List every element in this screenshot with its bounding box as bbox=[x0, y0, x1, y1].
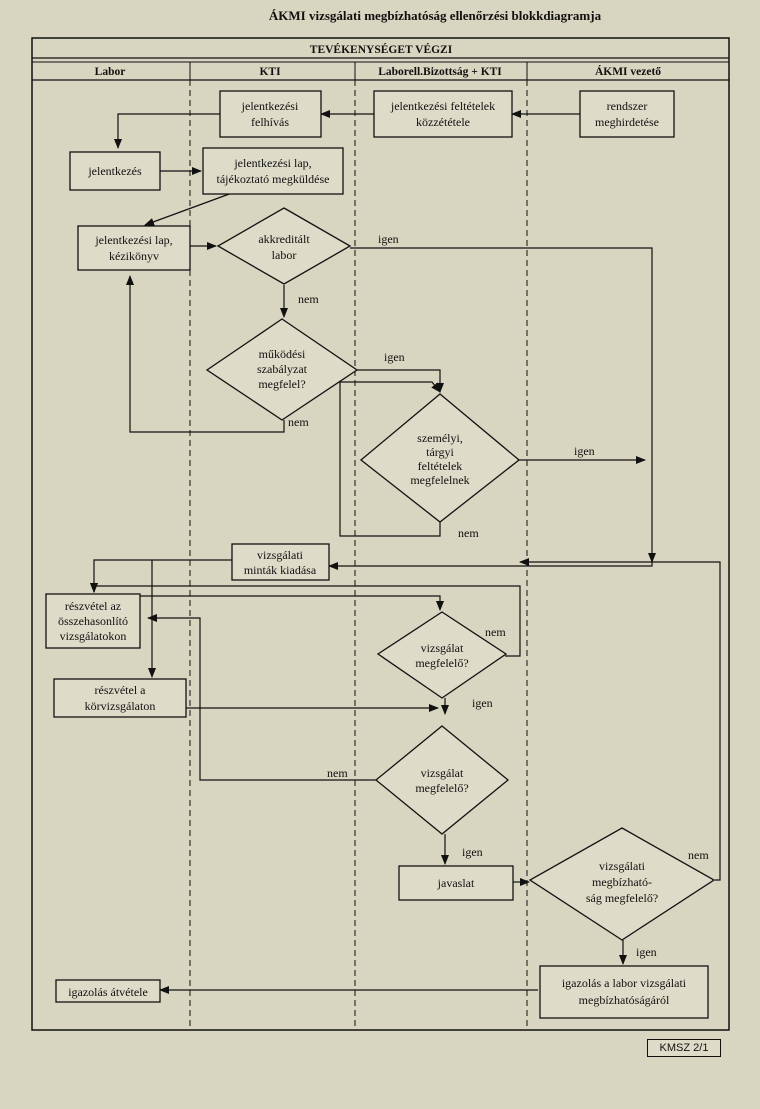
label-vizsgalat2-igen: igen bbox=[462, 845, 483, 859]
label-vizsgalat1-nem: nem bbox=[485, 625, 506, 639]
page-title: ÁKMI vizsgálati megbízhatóság ellenőrzés… bbox=[268, 8, 602, 23]
svg-text:közzététele: közzététele bbox=[416, 115, 470, 129]
box-korvizsgalat: részvétel a körvizsgálaton bbox=[53, 678, 187, 718]
box-rendszer: rendszer meghirdetése bbox=[579, 90, 675, 138]
label-megbizhatosag-nem: nem bbox=[688, 848, 709, 862]
svg-text:működési: működési bbox=[259, 347, 306, 361]
box-lap-megkuldes: jelentkezési lap, tájékoztató megküldése bbox=[202, 147, 344, 195]
box-felhivas: jelentkezési felhívás bbox=[219, 90, 322, 138]
svg-text:ság megfelelő?: ság megfelelő? bbox=[586, 891, 658, 905]
svg-text:meghirdetése: meghirdetése bbox=[595, 115, 659, 129]
lane-label-kti: KTI bbox=[259, 66, 281, 78]
svg-text:részvétel az: részvétel az bbox=[65, 599, 121, 613]
svg-text:felhívás: felhívás bbox=[251, 115, 289, 129]
arrow-szemelyi-nem bbox=[339, 381, 441, 537]
svg-text:rendszer: rendszer bbox=[607, 99, 648, 113]
decision-vizsgalat-2: vizsgálat megfelelő? bbox=[374, 725, 510, 835]
box-feltetelek: jelentkezési feltételek közzététele bbox=[373, 90, 513, 138]
arrow-lap-to-kezikonyv bbox=[144, 192, 233, 226]
svg-text:jelentkezési feltételek: jelentkezési feltételek bbox=[390, 99, 495, 113]
svg-text:igazolás a labor vizsgálati: igazolás a labor vizsgálati bbox=[562, 976, 687, 990]
svg-text:jelentkezés: jelentkezés bbox=[87, 164, 142, 178]
arrow-vizsgalat1-nem bbox=[90, 583, 521, 657]
arrow-vizsgalat2-nem bbox=[147, 614, 376, 781]
svg-text:körvizsgálaton: körvizsgálaton bbox=[85, 699, 156, 713]
svg-text:vizsgálati: vizsgálati bbox=[257, 548, 304, 562]
svg-text:megfelelő?: megfelelő? bbox=[415, 781, 468, 795]
lane-label-labor: Labor bbox=[95, 66, 126, 78]
arrow-mukodesi-nem bbox=[126, 275, 285, 433]
box-mintak: vizsgálati minták kiadása bbox=[231, 543, 330, 581]
decision-mukodesi: működési szabályzat megfelel? bbox=[205, 318, 359, 421]
label-szemelyi-igen: igen bbox=[574, 444, 595, 458]
header-label: TEVÉKENYSÉGET VÉGZI bbox=[310, 42, 453, 56]
svg-text:részvétel a: részvétel a bbox=[95, 683, 147, 697]
label-mukodesi-nem: nem bbox=[288, 415, 309, 429]
svg-text:megfelelő?: megfelelő? bbox=[415, 656, 468, 670]
svg-text:akkreditált: akkreditált bbox=[258, 232, 310, 246]
box-jelentkezes: jelentkezés bbox=[69, 151, 161, 191]
svg-text:kézikönyv: kézikönyv bbox=[109, 249, 159, 263]
svg-text:szabályzat: szabályzat bbox=[257, 362, 308, 376]
svg-text:vizsgálatokon: vizsgálatokon bbox=[60, 629, 127, 643]
arrow-felhivas-to-jelentkezes bbox=[114, 113, 220, 149]
label-szemelyi-nem: nem bbox=[458, 526, 479, 540]
arrow-collector-to-mintak bbox=[328, 562, 653, 570]
box-javaslat: javaslat bbox=[398, 865, 514, 901]
svg-text:igazolás átvétele: igazolás átvétele bbox=[68, 985, 148, 999]
svg-text:jelentkezési: jelentkezési bbox=[241, 99, 299, 113]
decision-akkreditalt: akkreditált labor bbox=[216, 207, 352, 285]
svg-text:minták kiadása: minták kiadása bbox=[244, 563, 317, 577]
svg-text:tájékoztató megküldése: tájékoztató megküldése bbox=[217, 172, 330, 186]
box-osszehasonlito: részvétel az összehasonlító vizsgálatoko… bbox=[45, 593, 141, 649]
svg-text:javaslat: javaslat bbox=[437, 876, 475, 890]
svg-text:labor: labor bbox=[272, 248, 297, 262]
label-vizsgalat1-igen: igen bbox=[472, 696, 493, 710]
decision-vizsgalat-1: vizsgálat megfelelő? bbox=[376, 611, 508, 699]
svg-text:vizsgálat: vizsgálat bbox=[421, 641, 464, 655]
arrow-megbizhatosag-nem bbox=[519, 558, 721, 881]
box-atvetel: igazolás átvétele bbox=[55, 979, 161, 1003]
box-lap-kezikonyv: jelentkezési lap, kézikönyv bbox=[77, 225, 191, 271]
label-vizsgalat2-nem: nem bbox=[327, 766, 348, 780]
svg-text:vizsgálati: vizsgálati bbox=[599, 859, 646, 873]
lane-label-bizottsag: Laborell.Bizottság + KTI bbox=[378, 66, 502, 78]
document-code: KMSZ 2/1 bbox=[647, 1039, 721, 1057]
label-akkreditalt-igen: igen bbox=[378, 232, 399, 246]
svg-text:megbízható-: megbízható- bbox=[592, 875, 652, 889]
svg-text:feltételek: feltételek bbox=[418, 459, 463, 473]
arrow-mintak-to-osszehasonlito bbox=[90, 559, 232, 593]
decision-szemelyi: személyi, tárgyi feltételek megfelelnek bbox=[359, 393, 521, 523]
label-mukodesi-igen: igen bbox=[384, 350, 405, 364]
svg-text:tárgyi: tárgyi bbox=[426, 445, 454, 459]
svg-text:megfelel?: megfelel? bbox=[258, 377, 305, 391]
svg-text:megfelelnek: megfelelnek bbox=[410, 473, 469, 487]
svg-text:összehasonlító: összehasonlító bbox=[58, 614, 128, 628]
svg-text:vizsgálat: vizsgálat bbox=[421, 766, 464, 780]
svg-text:jelentkezési lap,: jelentkezési lap, bbox=[94, 233, 172, 247]
decision-megbizhatosag: vizsgálati megbízható- ság megfelelő? bbox=[528, 827, 716, 941]
diagram-frame bbox=[31, 37, 730, 1031]
label-megbizhatosag-igen: igen bbox=[636, 945, 657, 959]
svg-text:személyi,: személyi, bbox=[417, 431, 463, 445]
lane-label-akmi: ÁKMI vezető bbox=[595, 64, 661, 78]
label-akkreditalt-nem: nem bbox=[298, 292, 319, 306]
svg-text:megbízhatóságáról: megbízhatóságáról bbox=[579, 993, 670, 1007]
arrow-akkreditalt-igen bbox=[350, 247, 656, 563]
arrow-osszehasonlito-to-vizsgalat1 bbox=[140, 595, 444, 611]
box-igazolas: igazolás a labor vizsgálati megbízhatósá… bbox=[539, 965, 709, 1019]
svg-text:jelentkezési lap,: jelentkezési lap, bbox=[233, 156, 311, 170]
